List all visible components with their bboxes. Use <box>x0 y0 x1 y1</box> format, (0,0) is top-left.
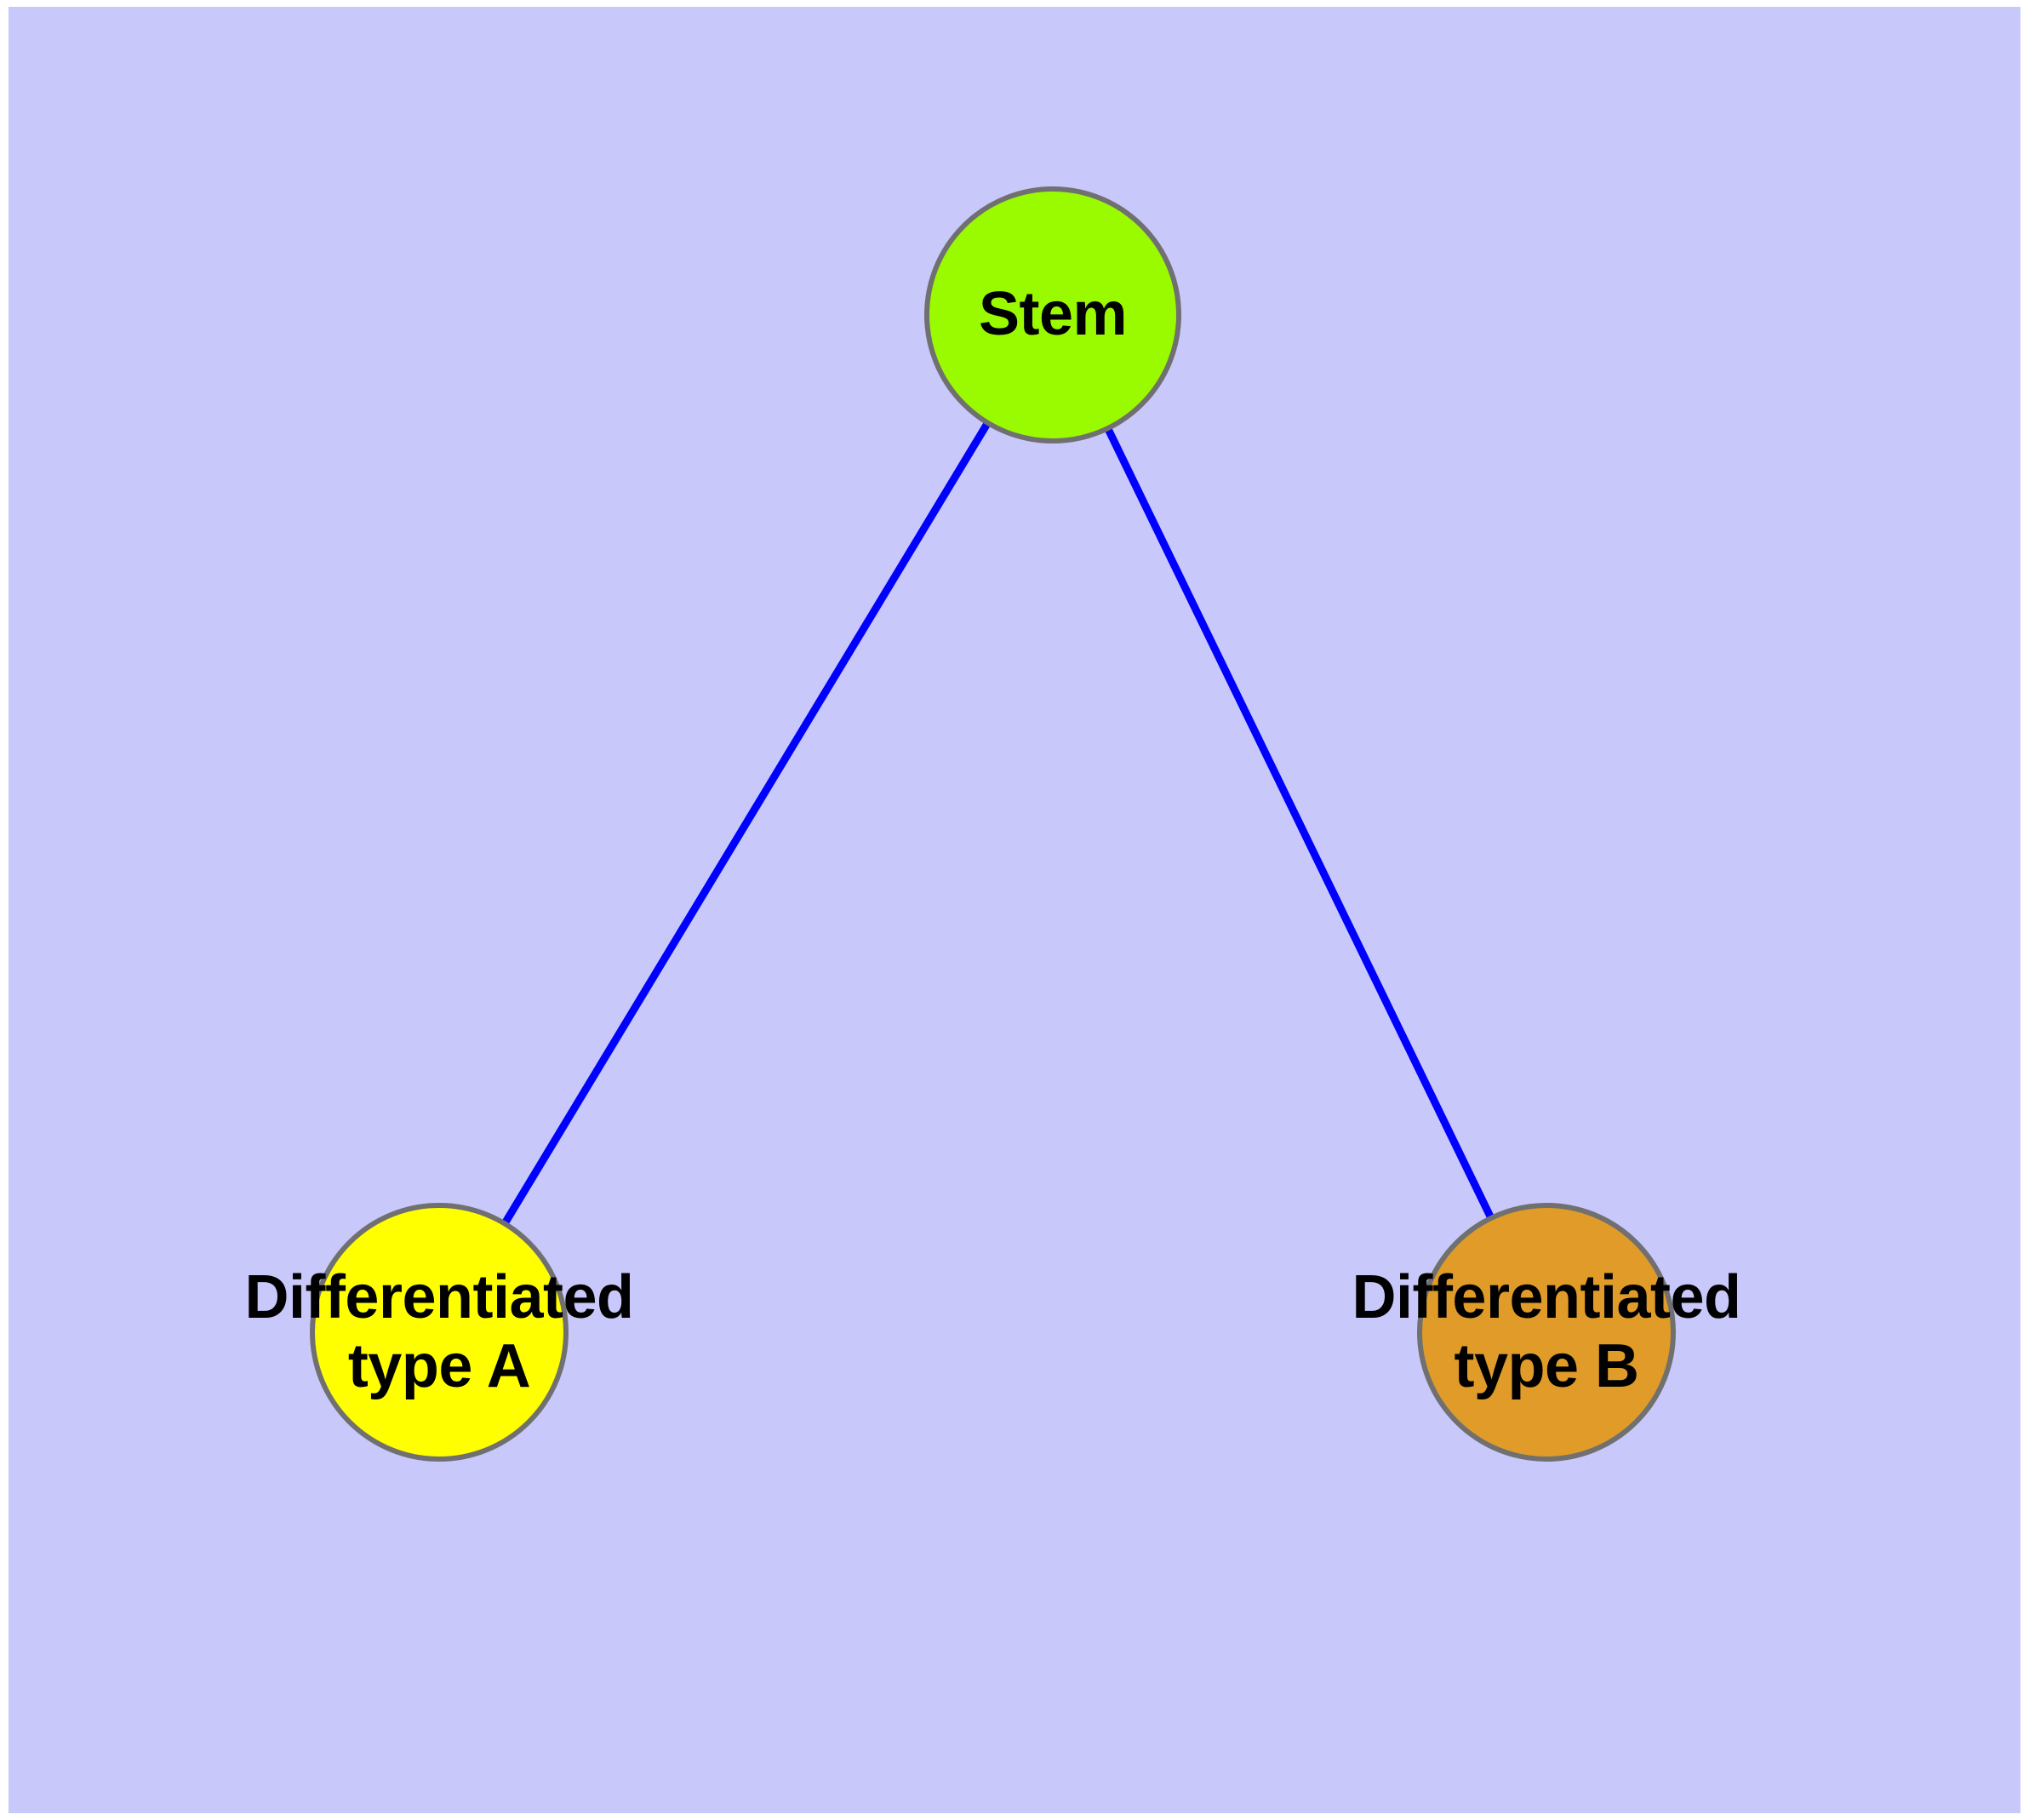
node-label-differentiated-type-a: Differentiated type A <box>244 1262 634 1400</box>
node-differentiated-type-a[interactable] <box>310 1203 569 1462</box>
node-differentiated-type-b[interactable] <box>1417 1203 1676 1462</box>
edge-stem-to-differentiated-type-a <box>436 312 1056 1335</box>
edge-stem-to-differentiated-type-b <box>1049 313 1551 1334</box>
diagram-plot-area: Stem Differentiated type A Differentiate… <box>9 7 2020 1813</box>
node-stem[interactable] <box>924 186 1181 444</box>
node-label-stem: Stem <box>978 280 1128 349</box>
edge-layer <box>436 312 1551 1335</box>
node-label-differentiated-type-b: Differentiated type B <box>1352 1262 1741 1400</box>
node-layer: Stem Differentiated type A Differentiate… <box>9 7 2020 1813</box>
